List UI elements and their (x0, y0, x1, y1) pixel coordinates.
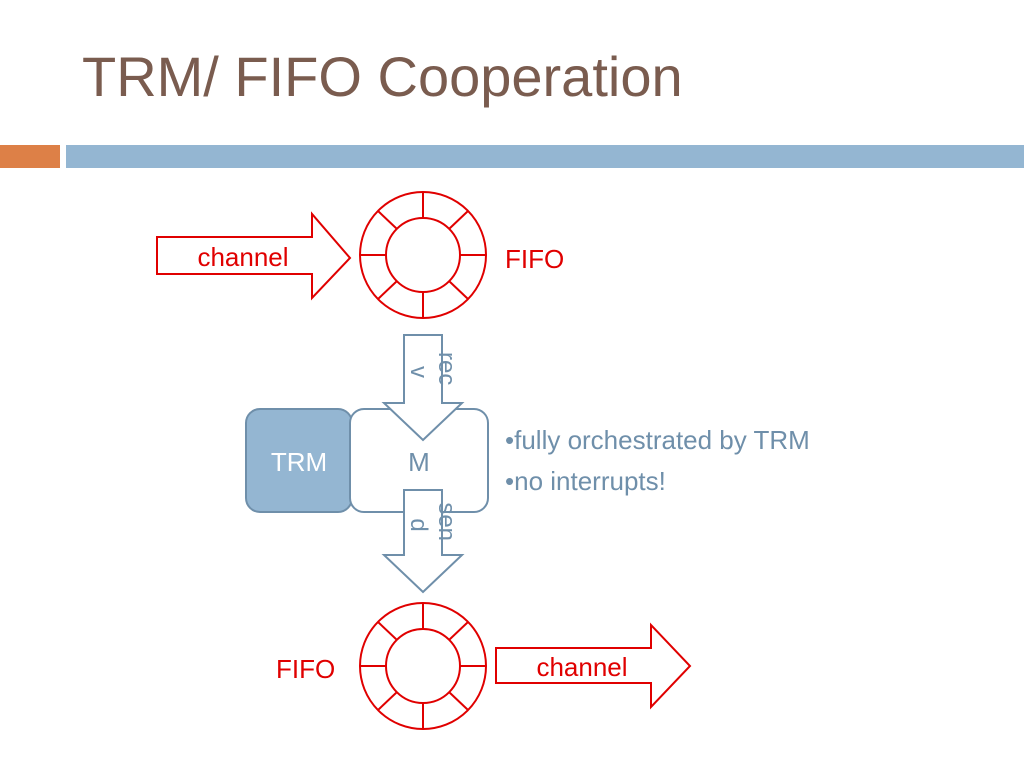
output-fifo-label: FIFO (276, 654, 335, 684)
send-arrow-label: sen d (405, 502, 460, 547)
module-label: M (408, 447, 430, 477)
receive-arrow-label: rec v (405, 352, 460, 392)
header-accent-orange (0, 145, 60, 168)
input-channel-arrow: channel (156, 211, 352, 301)
receive-arrow-line-1: rec (433, 352, 460, 385)
send-arrow-line-1: sen (433, 502, 460, 541)
output-channel-arrow: channel (495, 622, 692, 710)
input-fifo-label: FIFO (505, 244, 564, 274)
trm-label: TRM (271, 447, 327, 477)
output-fifo-ring (359, 602, 487, 730)
send-arrow-line-2: d (405, 518, 432, 531)
note-no-interrupts: •no interrupts! (505, 466, 666, 496)
note-fully-orchestrated: •fully orchestrated by TRM (505, 425, 810, 455)
input-fifo-ring (359, 191, 487, 319)
send-arrow: sen d (381, 489, 465, 594)
slide-title: TRM/ FIFO Cooperation (82, 45, 683, 108)
output-channel-label: channel (536, 652, 627, 682)
header-accent-blue (66, 145, 1024, 168)
receive-arrow-line-2: v (405, 366, 432, 378)
receive-arrow: rec v (381, 334, 465, 442)
trm-box: TRM (245, 408, 353, 513)
input-channel-label: channel (197, 242, 288, 272)
